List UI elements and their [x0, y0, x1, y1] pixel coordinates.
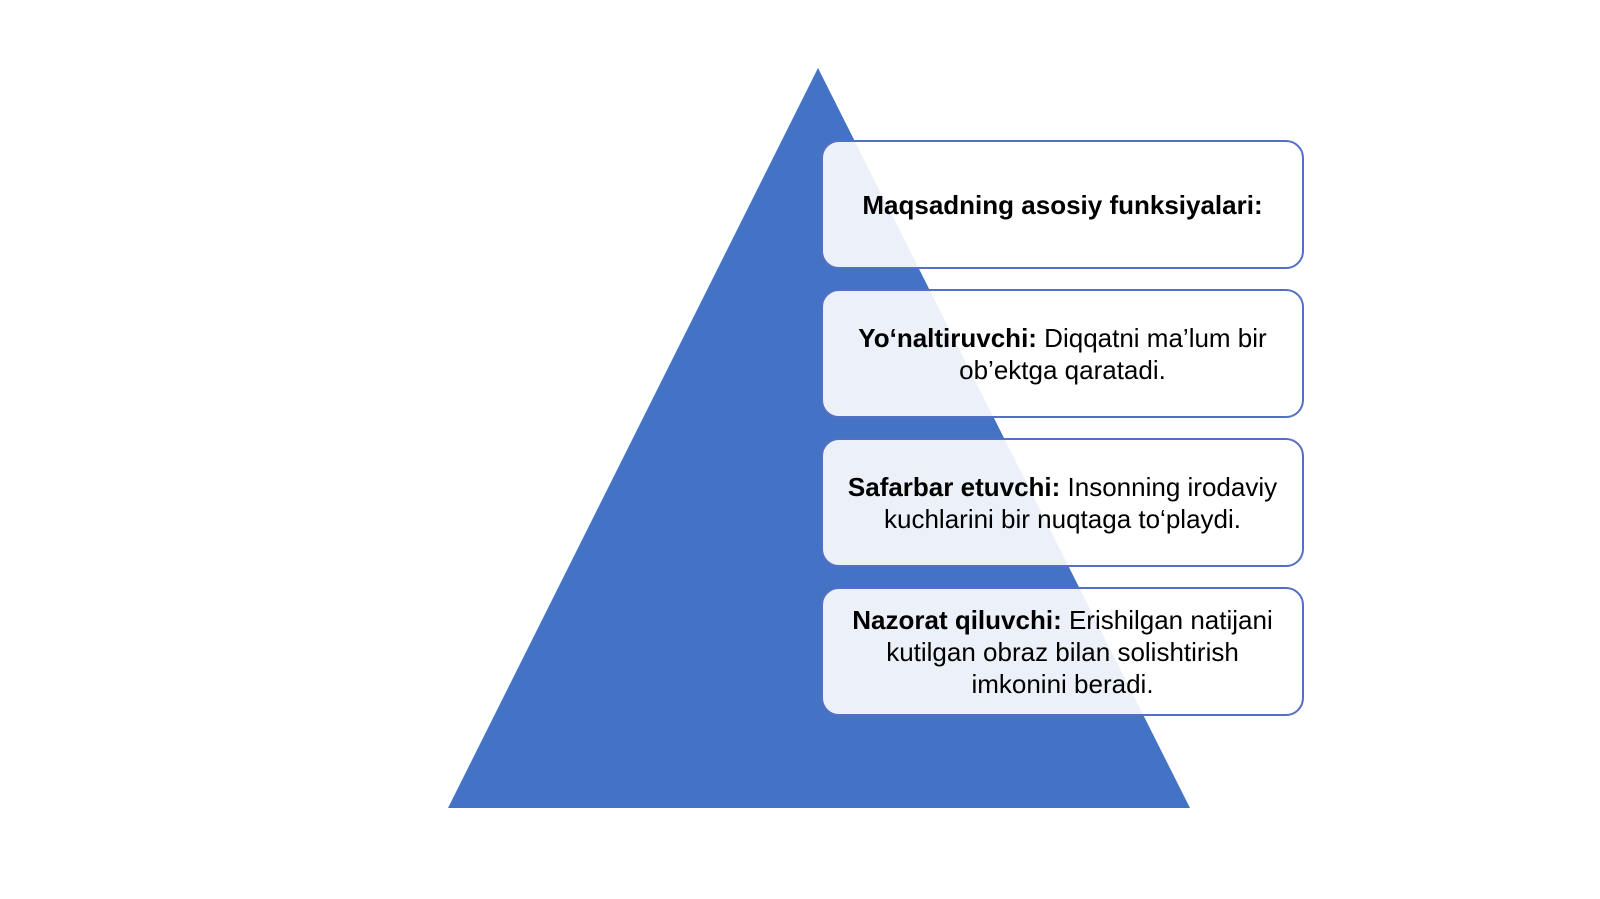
card-controlling-term: Nazorat qiluvchi: — [852, 604, 1062, 635]
card-heading: Maqsadning asosiy funksiyalari: — [821, 140, 1304, 269]
card-directing-description: Diqqatni ma’lum bir ob’ektga qaratadi. — [959, 322, 1267, 385]
card-controlling: Nazorat qiluvchi: Erishilgan natijani ku… — [821, 587, 1304, 716]
card-controlling-description: Erishilgan natijani kutilgan obraz bilan… — [886, 604, 1273, 699]
card-controlling-text: Nazorat qiluvchi: Erishilgan natijani ku… — [841, 604, 1284, 700]
card-heading-bold: Maqsadning asosiy funksiyalari: — [862, 189, 1263, 220]
card-directing-term: Yo‘naltiruvchi: — [858, 322, 1037, 353]
card-mobilizing: Safarbar etuvchi: Insonning irodaviy kuc… — [821, 438, 1304, 567]
card-directing: Yo‘naltiruvchi: Diqqatni ma’lum bir ob’e… — [821, 289, 1304, 418]
card-mobilizing-term: Safarbar etuvchi: — [847, 471, 1061, 502]
card-heading-text: Maqsadning asosiy funksiyalari: — [862, 189, 1262, 221]
card-directing-text: Yo‘naltiruvchi: Diqqatni ma’lum bir ob’e… — [841, 322, 1284, 386]
card-mobilizing-text: Safarbar etuvchi: Insonning irodaviy kuc… — [841, 471, 1284, 535]
card-mobilizing-description: Insonning irodaviy kuchlarini bir nuqtag… — [884, 471, 1278, 534]
